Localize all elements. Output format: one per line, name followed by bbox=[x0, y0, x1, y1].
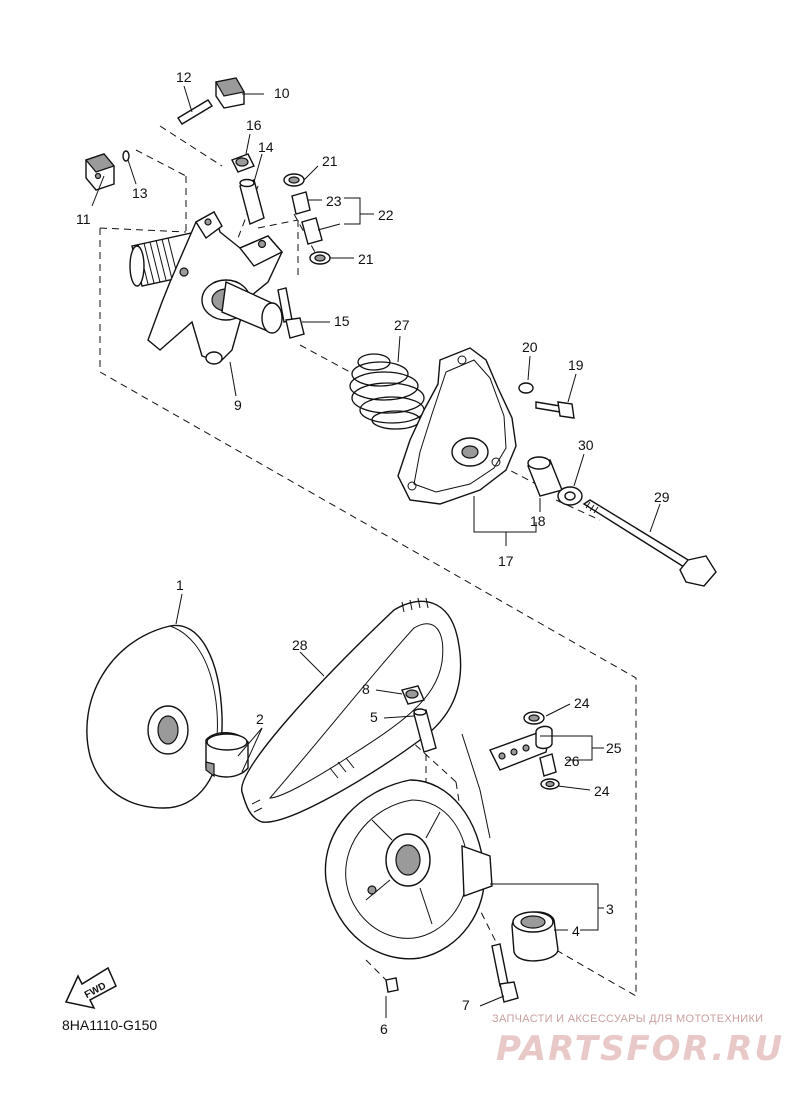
sleeve-part-14 bbox=[239, 178, 265, 225]
cover-plate-part-17 bbox=[397, 347, 517, 505]
long-bolt-part-29 bbox=[582, 499, 717, 587]
bushing-part-4 bbox=[511, 911, 559, 962]
callout-22: 22 bbox=[378, 207, 394, 223]
fixed-sheave-part-1 bbox=[86, 624, 223, 809]
callout-18: 18 bbox=[530, 513, 546, 529]
collar-part-2 bbox=[205, 732, 249, 778]
callout-8: 8 bbox=[362, 681, 370, 697]
spring-part-27 bbox=[349, 353, 425, 430]
callout-29: 29 bbox=[654, 489, 670, 505]
callout-3: 3 bbox=[606, 901, 614, 917]
callout-10: 10 bbox=[274, 85, 290, 101]
callout-23: 23 bbox=[326, 193, 342, 209]
callout-5: 5 bbox=[370, 709, 378, 725]
callout-6: 6 bbox=[380, 1021, 388, 1037]
movable-sheave-part-3 bbox=[324, 779, 493, 960]
bushing-set-part-22 bbox=[283, 173, 331, 265]
callout-19: 19 bbox=[568, 357, 584, 373]
callout-15: 15 bbox=[334, 313, 350, 329]
callout-24-bottom: 24 bbox=[594, 783, 610, 799]
callout-7: 7 bbox=[462, 997, 470, 1013]
callout-21-bottom: 21 bbox=[358, 251, 374, 267]
callout-12: 12 bbox=[176, 69, 192, 85]
washer-part-13 bbox=[122, 150, 130, 162]
pin-part-12 bbox=[177, 99, 213, 125]
weight-set-part-25 bbox=[489, 711, 560, 790]
callout-30: 30 bbox=[578, 437, 594, 453]
callout-1: 1 bbox=[176, 577, 184, 593]
callout-4: 4 bbox=[572, 923, 580, 939]
watermark: ЗАПЧАСТИ И АКСЕССУАРЫ ДЛЯ МОТОТЕХНИКИ PA… bbox=[492, 1013, 784, 1069]
callout-28: 28 bbox=[292, 637, 308, 653]
spider-shaft-part-9 bbox=[129, 210, 284, 365]
bolt-part-19 bbox=[535, 401, 575, 419]
roller-part-10 bbox=[215, 77, 245, 109]
callout-21-top: 21 bbox=[322, 153, 338, 169]
callout-26: 26 bbox=[564, 753, 580, 769]
watermark-tagline: ЗАПЧАСТИ И АКСЕССУАРЫ ДЛЯ МОТОТЕХНИКИ bbox=[492, 1013, 763, 1025]
callout-13: 13 bbox=[132, 185, 148, 201]
nut-part-16 bbox=[231, 153, 255, 173]
callout-labels: 12 10 16 14 21 13 23 22 11 21 15 27 20 1… bbox=[76, 69, 670, 1037]
callout-14: 14 bbox=[258, 139, 274, 155]
drive-belt-part-28 bbox=[241, 597, 462, 823]
sleeve-part-5 bbox=[413, 708, 437, 753]
callout-9: 9 bbox=[234, 397, 242, 413]
callout-11: 11 bbox=[76, 211, 91, 227]
fwd-arrow-icon: FWD bbox=[64, 966, 117, 1010]
callout-16: 16 bbox=[246, 117, 262, 133]
bushing-part-18 bbox=[527, 456, 563, 497]
bolt-part-15 bbox=[277, 287, 305, 339]
washer-part-20 bbox=[518, 382, 534, 394]
leader-lines bbox=[91, 85, 661, 1018]
callout-25: 25 bbox=[606, 740, 622, 756]
callout-2: 2 bbox=[256, 711, 264, 727]
nut-part-8 bbox=[401, 685, 425, 705]
button-part-11 bbox=[84, 153, 116, 191]
callout-24-top: 24 bbox=[574, 695, 590, 711]
bolt-part-7 bbox=[491, 943, 519, 1003]
washer-part-30 bbox=[557, 486, 583, 506]
watermark-logo: PARTSFOR.RU bbox=[496, 1029, 784, 1069]
callout-20: 20 bbox=[522, 339, 538, 355]
diagram-code: 8HA1110-G150 bbox=[62, 1017, 157, 1033]
pin-part-6 bbox=[385, 977, 399, 993]
callout-27: 27 bbox=[394, 317, 410, 333]
callout-17: 17 bbox=[498, 553, 514, 569]
